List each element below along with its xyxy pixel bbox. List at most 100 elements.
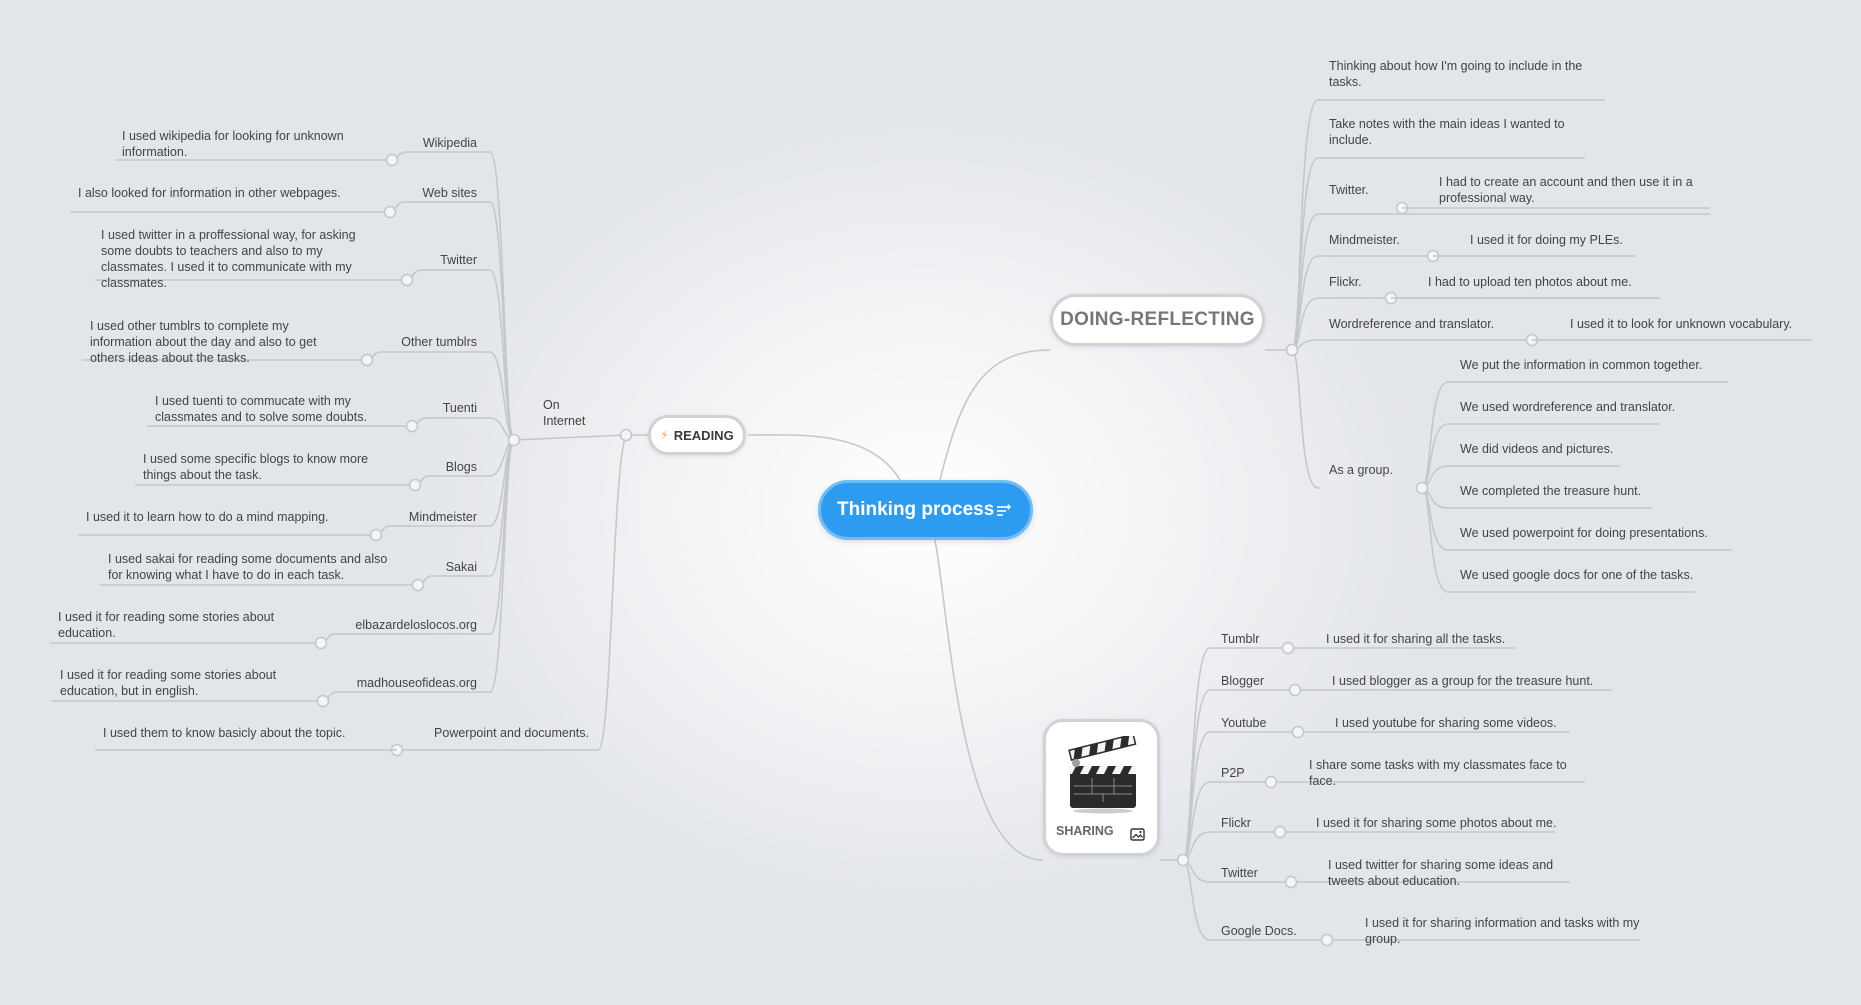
doing-item-wordreference[interactable]: Wordreference and translator.	[1329, 317, 1495, 331]
notes-icon[interactable]	[996, 502, 1012, 524]
image-icon[interactable]	[1130, 828, 1145, 846]
clapperboard-icon	[1068, 733, 1138, 819]
reading-detail-elbazar[interactable]: I used it for reading some stories about…	[58, 610, 275, 640]
connector-line	[747, 434, 901, 481]
sharing-detail-p2p[interactable]: I share some tasks with my classmates fa…	[1309, 758, 1567, 788]
connector-line	[1182, 831, 1555, 861]
connector-line	[70, 201, 405, 213]
sharing-item-p2p[interactable]: P2P	[1221, 766, 1245, 780]
reading-detail-powerpoint[interactable]: I used them to know basicly about the to…	[103, 726, 346, 740]
reading-item-blogs[interactable]: Blogs	[445, 460, 477, 474]
collapse-handle	[360, 353, 374, 367]
connector-line	[1291, 349, 1320, 489]
sharing-item-twitter[interactable]: Twitter	[1221, 866, 1258, 880]
sharing-label: SHARING	[1056, 824, 1114, 838]
sharing-item-youtube[interactable]: Youtube	[1221, 716, 1267, 730]
reading-topic[interactable]: ⚡ READING	[648, 415, 746, 455]
collapse-handle	[408, 478, 422, 492]
connector-line	[1291, 339, 1812, 351]
connector-line	[934, 539, 1044, 861]
doing-reflecting-topic[interactable]: DOING-REFLECTING	[1050, 294, 1265, 346]
connector-line	[337, 439, 515, 693]
connector-line	[1182, 731, 1570, 861]
reading-item-sakai[interactable]: Sakai	[445, 560, 477, 574]
reading-detail-websites[interactable]: I also looked for information in other w…	[78, 186, 341, 200]
group-item[interactable]: We completed the treasure hunt.	[1460, 484, 1642, 498]
sharing-item-blogger[interactable]: Blogger	[1221, 674, 1265, 688]
sharing-detail-youtube[interactable]: I used youtube for sharing some videos.	[1335, 716, 1557, 730]
collapse-handle	[385, 153, 399, 167]
doing-item-group[interactable]: As a group.	[1329, 463, 1393, 477]
connector-line	[1291, 255, 1635, 351]
reading-detail-twitter[interactable]: I used twitter in a proffessional way, f…	[101, 228, 356, 290]
reading-item-twitter[interactable]: Twitter	[440, 253, 477, 267]
connector-line	[78, 525, 391, 536]
collapse-handle	[316, 694, 330, 708]
doing-detail-flickr[interactable]: I had to upload ten photos about me.	[1428, 275, 1632, 289]
doing-item-mindmeister[interactable]: Mindmeister.	[1329, 233, 1400, 247]
connector-line	[421, 269, 515, 441]
collapse-handle	[1288, 683, 1302, 697]
reading-label: READING	[673, 427, 734, 443]
root-topic[interactable]: Thinking process	[818, 480, 1033, 540]
sharing-detail-twitter[interactable]: I used twitter for sharing some ideas an…	[1328, 858, 1554, 888]
sharing-detail-flickr[interactable]: I used it for sharing some photos about …	[1316, 816, 1557, 830]
collapse-handle	[507, 433, 521, 447]
reading-detail-mindmeister[interactable]: I used it to learn how to do a mind mapp…	[86, 510, 329, 524]
collapse-handle	[1281, 641, 1295, 655]
reading-detail-madhouse[interactable]: I used it for reading some stories about…	[60, 668, 277, 698]
collapse-handle	[1285, 343, 1299, 357]
doing-detail-wordreference[interactable]: I used it to look for unknown vocabulary…	[1570, 317, 1793, 331]
reading-detail-sakai[interactable]: I used sakai for reading some documents …	[108, 552, 388, 582]
group-item[interactable]: We used google docs for one of the tasks…	[1460, 568, 1694, 582]
group-item[interactable]: We used wordreference and translator.	[1460, 400, 1676, 414]
doing-item-notes[interactable]: Take notes with the main ideas I wanted …	[1329, 117, 1565, 147]
reading-item-othertumblrs[interactable]: Other tumblrs	[401, 335, 477, 349]
sharing-item-tumblr[interactable]: Tumblr	[1221, 632, 1260, 646]
reading-item-mindmeister[interactable]: Mindmeister	[408, 510, 477, 524]
reading-item-websites[interactable]: Web sites	[422, 186, 477, 200]
collapse-handle	[1320, 933, 1334, 947]
sharing-detail-tumblr[interactable]: I used it for sharing all the tasks.	[1326, 632, 1506, 646]
collapse-handle	[383, 205, 397, 219]
reading-item-madhouse[interactable]: madhouseofideas.org	[356, 676, 477, 690]
lightning-icon: ⚡	[660, 428, 669, 442]
sharing-item-flickr[interactable]: Flickr	[1221, 816, 1251, 830]
collapse-handle	[405, 419, 419, 433]
doing-detail-twitter[interactable]: I had to create an account and then use …	[1439, 175, 1693, 205]
reading-detail-wikipedia[interactable]: I used wikipedia for looking for unknown…	[122, 129, 344, 159]
collapse-handle	[1415, 481, 1429, 495]
reading-item-tuenti[interactable]: Tuenti	[442, 401, 477, 415]
collapse-handle	[1273, 825, 1287, 839]
collapse-handle	[1176, 853, 1190, 867]
sharing-topic[interactable]: SHARING	[1043, 719, 1160, 856]
collapse-handle	[314, 636, 328, 650]
collapse-handle	[619, 428, 633, 442]
reading-item-powerpoint[interactable]: Powerpoint and documents.	[434, 726, 589, 740]
reading-item-elbazar[interactable]: elbazardeloslocos.org	[355, 618, 477, 632]
collapse-handle	[400, 273, 414, 287]
sharing-item-googledocs[interactable]: Google Docs.	[1221, 924, 1297, 938]
connector-line	[939, 349, 1051, 481]
reading-detail-blogs[interactable]: I used some specific blogs to know more …	[143, 452, 369, 482]
sharing-detail-blogger[interactable]: I used blogger as a group for the treasu…	[1332, 674, 1594, 688]
collapse-handle	[411, 578, 425, 592]
collapse-handle	[369, 528, 383, 542]
connector-line	[1421, 381, 1728, 489]
group-item[interactable]: We used powerpoint for doing presentatio…	[1460, 526, 1708, 540]
sharing-detail-googledocs[interactable]: I used it for sharing information and ta…	[1365, 916, 1640, 946]
doing-detail-mindmeister[interactable]: I used it for doing my PLEs.	[1470, 233, 1623, 247]
root-title: Thinking process	[837, 499, 995, 520]
group-item[interactable]: We did videos and pictures.	[1460, 442, 1614, 456]
collapse-handle	[1291, 725, 1305, 739]
on-internet-label[interactable]: On Internet	[543, 398, 586, 428]
reading-item-wikipedia[interactable]: Wikipedia	[422, 136, 477, 150]
collapse-handle	[1264, 775, 1278, 789]
doing-reflecting-label: DOING-REFLECTING	[1060, 309, 1255, 330]
doing-item-flickr[interactable]: Flickr.	[1329, 275, 1362, 289]
doing-item-twitter[interactable]: Twitter.	[1329, 183, 1369, 197]
doing-item-thinking[interactable]: Thinking about how I'm going to include …	[1329, 59, 1583, 89]
reading-detail-othertumblrs[interactable]: I used other tumblrs to complete my info…	[90, 319, 317, 365]
reading-detail-tuenti[interactable]: I used tuenti to commucate with my class…	[155, 394, 367, 424]
group-item[interactable]: We put the information in common togethe…	[1460, 358, 1703, 372]
